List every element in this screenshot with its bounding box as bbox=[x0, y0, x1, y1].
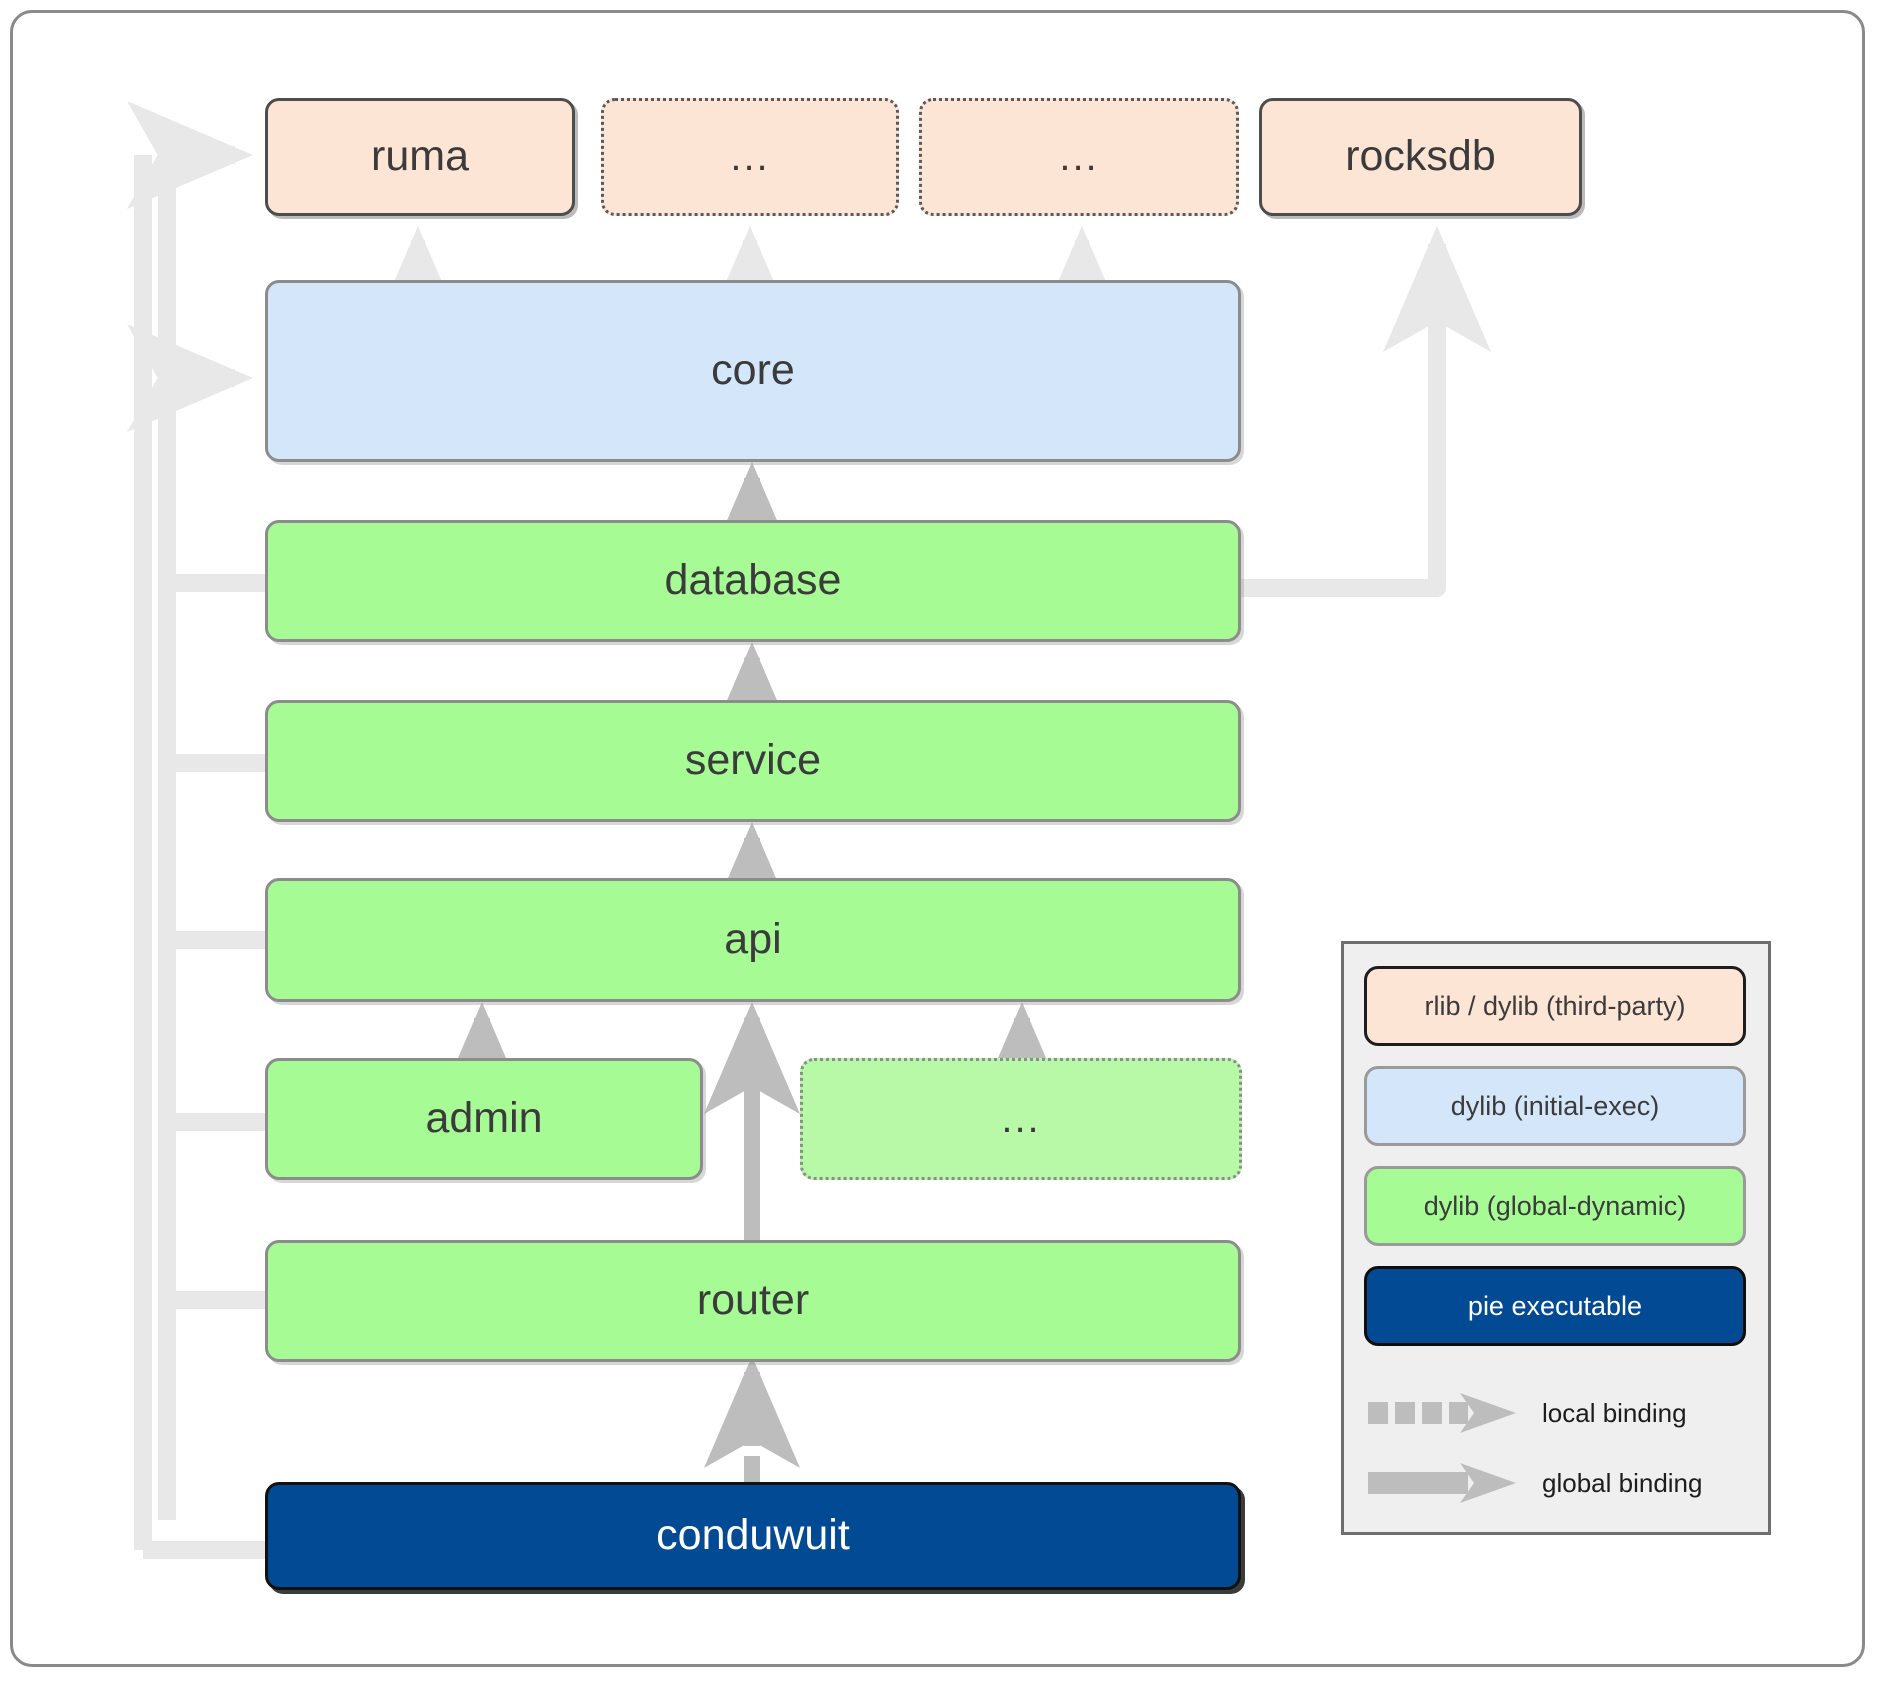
edge-group-left-trunk bbox=[134, 155, 265, 1559]
legend-arrow-local-binding: local binding bbox=[1364, 1382, 1756, 1444]
legend-swatch-global-dynamic[interactable]: dylib (global-dynamic) bbox=[1364, 1166, 1746, 1246]
node-api[interactable]: api bbox=[265, 878, 1241, 1002]
node-admin-label: admin bbox=[425, 1094, 543, 1143]
node-api-placeholder-label: ... bbox=[1001, 1097, 1041, 1141]
global-binding-arrow-icon bbox=[1368, 1463, 1516, 1503]
legend-panel: rlib / dylib (third-party) dylib (initia… bbox=[1341, 941, 1771, 1535]
node-ruma[interactable]: ruma bbox=[265, 98, 575, 216]
edge-group-stack bbox=[434, 462, 1070, 1240]
local-binding-arrow-icon bbox=[1368, 1393, 1516, 1433]
legend-swatch-third-party-label: rlib / dylib (third-party) bbox=[1424, 990, 1686, 1021]
edge-group-core-to-thirdparty bbox=[376, 226, 1124, 324]
node-service-label: service bbox=[684, 736, 822, 785]
legend-swatch-initial-exec[interactable]: dylib (initial-exec) bbox=[1364, 1066, 1746, 1146]
node-conduwuit-label: conduwuit bbox=[656, 1511, 850, 1560]
legend-swatch-initial-exec-label: dylib (initial-exec) bbox=[1450, 1090, 1660, 1121]
legend-arrow-global-binding-label: global binding bbox=[1542, 1467, 1703, 1498]
edge-group-database-rocksdb bbox=[1238, 226, 1491, 597]
edge-group-left-trunk-arrows bbox=[127, 101, 253, 432]
node-database[interactable]: database bbox=[265, 520, 1241, 642]
node-thirdparty-placeholder-2-label: ... bbox=[1059, 135, 1099, 179]
legend-swatch-third-party[interactable]: rlib / dylib (third-party) bbox=[1364, 966, 1746, 1046]
legend-arrow-global-binding: global binding bbox=[1364, 1452, 1756, 1514]
node-rocksdb-label: rocksdb bbox=[1345, 132, 1496, 181]
node-service[interactable]: service bbox=[265, 700, 1241, 822]
node-core[interactable]: core bbox=[265, 280, 1241, 462]
legend-swatch-pie-executable[interactable]: pie executable bbox=[1364, 1266, 1746, 1346]
node-conduwuit[interactable]: conduwuit bbox=[265, 1482, 1241, 1590]
legend-swatch-global-dynamic-label: dylib (global-dynamic) bbox=[1423, 1190, 1687, 1221]
node-api-placeholder[interactable]: ... bbox=[800, 1058, 1242, 1180]
node-admin[interactable]: admin bbox=[265, 1058, 703, 1180]
node-router-label: router bbox=[696, 1276, 810, 1325]
node-core-label: core bbox=[711, 346, 795, 395]
node-thirdparty-placeholder-1[interactable]: ... bbox=[601, 98, 899, 216]
node-thirdparty-placeholder-1-label: ... bbox=[730, 135, 770, 179]
legend-arrow-local-binding-label: local binding bbox=[1542, 1397, 1687, 1428]
node-thirdparty-placeholder-2[interactable]: ... bbox=[919, 98, 1239, 216]
node-database-label: database bbox=[664, 556, 842, 605]
edge-database-to-rocksdb bbox=[1238, 226, 1491, 597]
legend-swatch-pie-executable-label: pie executable bbox=[1467, 1290, 1643, 1321]
node-api-label: api bbox=[724, 915, 782, 964]
node-ruma-label: ruma bbox=[371, 132, 469, 181]
node-rocksdb[interactable]: rocksdb bbox=[1259, 98, 1582, 216]
node-router[interactable]: router bbox=[265, 1240, 1241, 1362]
